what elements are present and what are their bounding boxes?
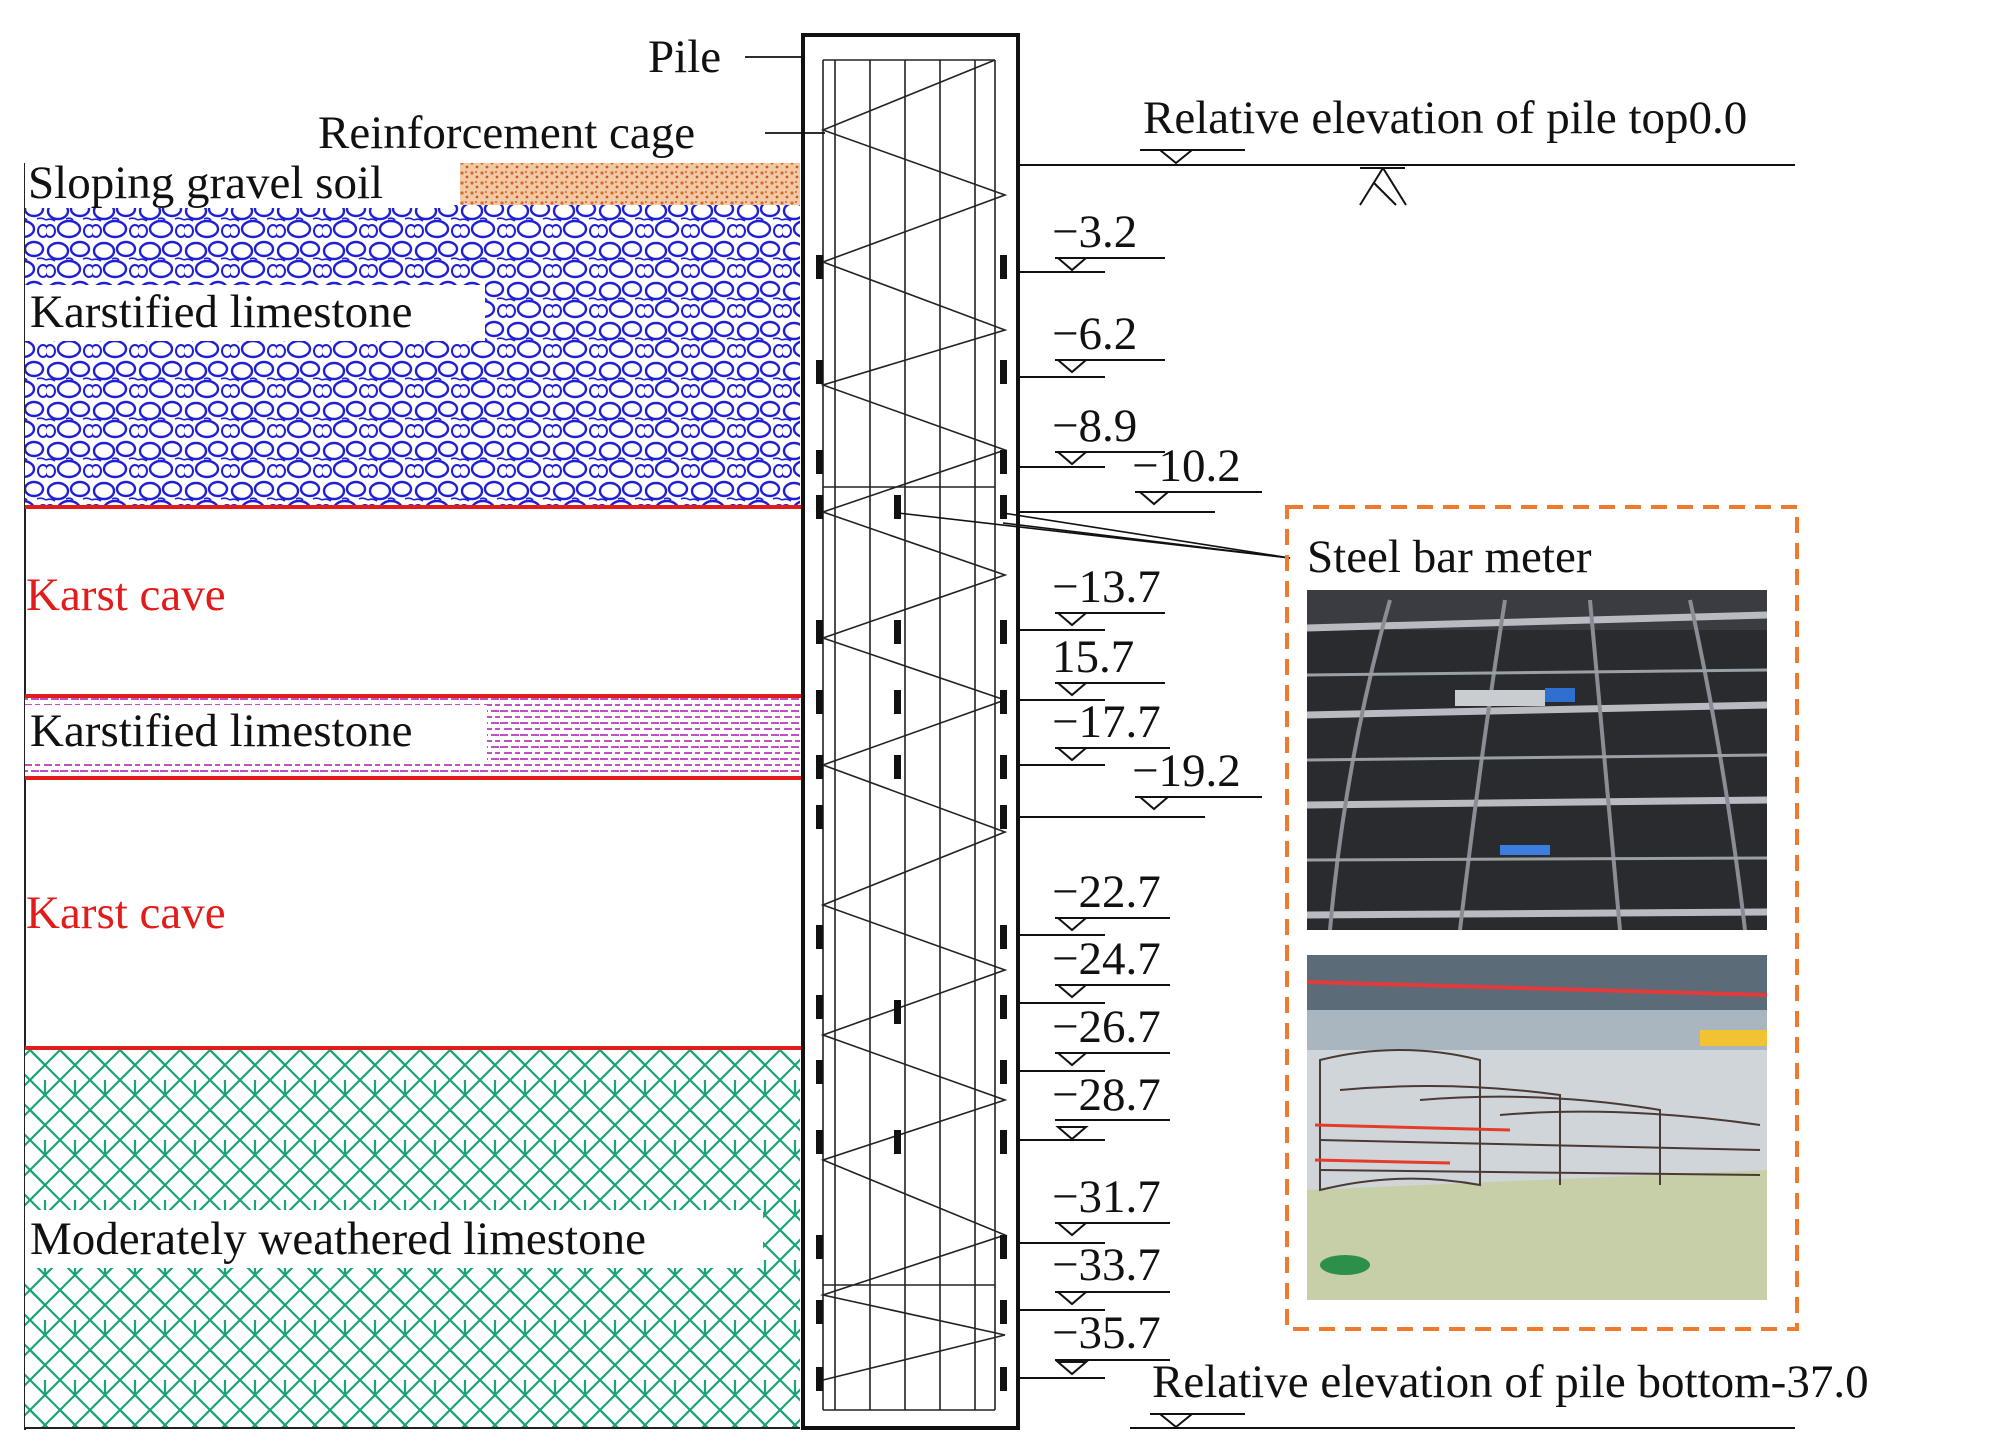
steel-bar-meter-marker <box>816 995 823 1019</box>
elevation-label: −8.9 <box>1052 400 1137 452</box>
steel-bar-meter-marker <box>816 1300 823 1324</box>
steel-bar-meter-marker <box>1000 755 1007 779</box>
elevation-label: −19.2 <box>1132 745 1241 797</box>
stratum-gravel-hatch <box>460 163 800 205</box>
stratum-karst-hatch <box>25 205 800 507</box>
elevation-marks: −3.2 −6.2 −8.9 −10.2 −13.7 15.7 −17.7 −1… <box>1018 206 1262 1379</box>
steel-bar-meter-marker <box>816 620 823 644</box>
steel-bar-meter-marker <box>1000 620 1007 644</box>
reinforcement-cage-label: Reinforcement cage <box>318 107 695 159</box>
steel-bar-meter-markers <box>816 255 1007 1391</box>
steel-bar-meter-marker <box>816 1130 823 1154</box>
elevation-mark: −6.2 <box>1018 308 1165 378</box>
pile-bottom-label: Relative elevation of pile bottom-37.0 <box>1152 1356 1869 1408</box>
pile-label: Pile <box>648 31 721 83</box>
photo-inset-frame <box>1285 505 1799 1331</box>
stratum-label: Karstified limestone <box>30 286 412 338</box>
steel-bar-meter-marker <box>1000 690 1007 714</box>
meter-leader <box>1002 512 1291 559</box>
elevation-label: −17.7 <box>1052 696 1161 748</box>
steel-bar-meter-marker <box>816 450 823 474</box>
pile-outline <box>801 33 1020 1430</box>
steel-bar-meter-marker <box>894 1130 901 1154</box>
fixed-support-icon <box>1359 167 1407 206</box>
elevation-label: −10.2 <box>1132 440 1241 492</box>
elevation-label: −24.7 <box>1052 933 1161 985</box>
elevation-label: −33.7 <box>1052 1239 1161 1291</box>
steel-bar-meter-marker <box>816 925 823 949</box>
stratum-label: Sloping gravel soil <box>28 157 383 209</box>
elevation-triangle-icon <box>1157 149 1195 165</box>
steel-bar-meter-marker <box>1000 1060 1007 1084</box>
elevation-mark: 15.7 <box>1018 631 1165 701</box>
steel-bar-meter-marker <box>816 755 823 779</box>
elevation-label: 15.7 <box>1052 631 1134 683</box>
stratum-label: Moderately weathered limestone <box>30 1213 646 1265</box>
steel-bar-meter-marker <box>816 1060 823 1084</box>
elevation-mark: −31.7 <box>1018 1171 1170 1244</box>
elevation-mark: −19.2 <box>1018 745 1262 818</box>
label-backdrop <box>25 285 485 341</box>
meter-leader <box>1002 522 1291 559</box>
stratum-label: Karst cave <box>26 569 226 621</box>
elevation-label: −26.7 <box>1052 1001 1161 1053</box>
reinforcement-cage <box>819 59 1008 1411</box>
steel-bar-meter-marker <box>816 360 823 384</box>
steel-bar-meter-marker <box>816 495 823 519</box>
stratum-label: Karstified limestone <box>30 705 412 757</box>
steel-bar-meter-marker <box>1000 1367 1007 1391</box>
steel-bar-meter-marker <box>1000 495 1007 519</box>
steel-bar-meter-marker <box>1000 1130 1007 1154</box>
elevation-triangle-icon <box>1157 1413 1195 1429</box>
elevation-mark: −33.7 <box>1018 1239 1170 1311</box>
elevation-label: −31.7 <box>1052 1171 1161 1223</box>
annotations: Pile Reinforcement cage Relative elevati… <box>318 31 1869 1429</box>
elevation-mark: −26.7 <box>1018 1001 1170 1072</box>
steel-bar-meter-marker <box>1000 450 1007 474</box>
elevation-mark: −28.7 <box>1018 1069 1170 1141</box>
steel-bar-meter-marker <box>894 690 901 714</box>
elevation-label: −35.7 <box>1052 1307 1161 1359</box>
steel-bar-meter-marker <box>894 1000 901 1024</box>
steel-bar-meter-marker <box>1000 255 1007 279</box>
steel-bar-meter-marker <box>1000 995 1007 1019</box>
steel-bar-meter-marker <box>1000 1235 1007 1259</box>
elevation-mark: −22.7 <box>1018 866 1170 936</box>
elevation-mark: −24.7 <box>1018 933 1170 1004</box>
steel-bar-meter-label: Steel bar meter <box>1307 531 1592 583</box>
elevation-mark: −13.7 <box>1018 561 1165 631</box>
steel-bar-meter-marker <box>816 805 823 829</box>
elevation-mark: −35.7 <box>1018 1307 1170 1379</box>
pile-top-label: Relative elevation of pile top0.0 <box>1143 92 1747 144</box>
elevation-label: −13.7 <box>1052 561 1161 613</box>
steel-bar-meter-marker <box>816 1367 823 1391</box>
steel-bar-meter-marker <box>894 620 901 644</box>
elevation-label: −3.2 <box>1052 206 1137 258</box>
steel-bar-meter-marker <box>1000 360 1007 384</box>
reinforcement-cage-factory-photo <box>1306 955 1768 1300</box>
steel-bar-meter-marker <box>816 690 823 714</box>
elevation-mark: −17.7 <box>1018 696 1170 766</box>
steel-bar-meter-marker <box>894 755 901 779</box>
pile <box>801 33 1020 1430</box>
strata: Sloping gravel soil Karstified limestone… <box>24 157 803 1430</box>
steel-bar-meter-marker <box>816 255 823 279</box>
steel-bar-meter-marker <box>894 495 901 519</box>
label-backdrop <box>25 160 453 208</box>
elevation-mark: −8.9 <box>1018 400 1165 468</box>
stratum-label: Karst cave <box>26 887 226 939</box>
elevation-label: −22.7 <box>1052 866 1161 918</box>
elevation-label: −28.7 <box>1052 1069 1161 1121</box>
elevation-label: −6.2 <box>1052 308 1137 360</box>
steel-bar-meter-marker <box>1000 1300 1007 1324</box>
elevation-mark: −10.2 <box>1018 440 1262 513</box>
elevation-mark: −3.2 <box>1018 206 1165 273</box>
label-backdrop <box>25 1210 763 1268</box>
label-backdrop <box>25 705 487 763</box>
steel-bar-meter-marker <box>816 1235 823 1259</box>
steel-bar-meter-marker <box>1000 925 1007 949</box>
reinforcement-cage-closeup-photo <box>1306 590 1768 931</box>
steel-bar-meter-marker <box>1000 805 1007 829</box>
